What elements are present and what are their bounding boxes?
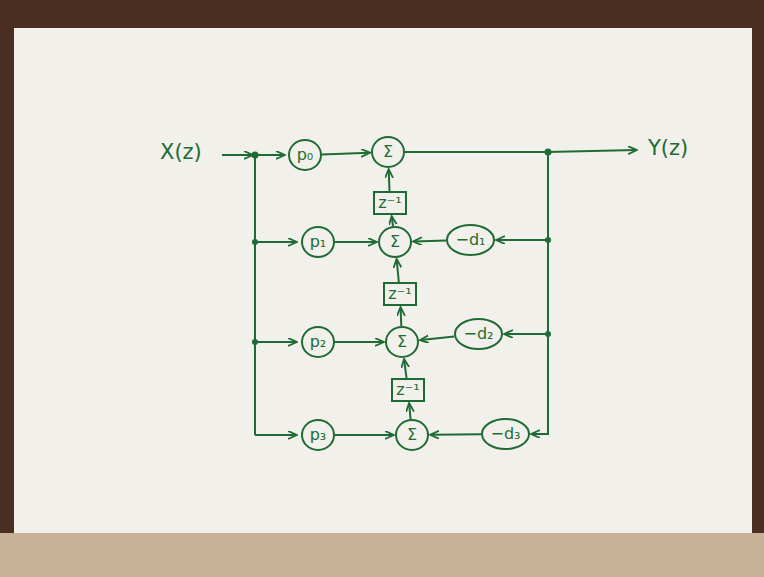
signal-arrow (431, 433, 481, 436)
multiplier-circle: −d₂ (454, 318, 503, 350)
delay-box: z⁻¹ (391, 378, 425, 402)
node-text: Σ (390, 234, 400, 250)
input-branch (255, 241, 296, 243)
signal-arrow (335, 434, 393, 436)
signal-arrow (405, 152, 548, 434)
node-text: z⁻¹ (378, 195, 401, 211)
junction-dot (252, 339, 258, 345)
signal-arrow (335, 341, 383, 343)
summer-circle: Σ (378, 226, 412, 258)
multiplier-circle: −d₃ (481, 418, 530, 450)
node-text: Σ (383, 144, 393, 160)
output-wire (548, 150, 636, 152)
multiplier-circle: −d₁ (446, 224, 495, 256)
node-text: −d₃ (491, 426, 521, 442)
node-text: p₁ (310, 234, 327, 250)
node-text: Σ (407, 427, 417, 443)
input-branch (255, 154, 284, 156)
summer-circle: Σ (385, 326, 419, 358)
node-text: −d₂ (464, 326, 494, 342)
signal-arrow (404, 360, 406, 378)
signal-arrow (388, 170, 391, 191)
node-text: z⁻¹ (396, 382, 419, 398)
junction-dot (252, 239, 258, 245)
signal-arrow (405, 152, 548, 334)
node-text: p₀ (297, 147, 314, 163)
node-text: z⁻¹ (388, 286, 411, 302)
junction-dot (252, 152, 259, 159)
signal-arrow (397, 260, 399, 282)
delay-box: z⁻¹ (383, 282, 417, 306)
signal-arrow (335, 241, 376, 243)
summer-circle: Σ (371, 136, 405, 168)
signal-arrow (322, 153, 369, 155)
signal-label: X(z) (158, 140, 204, 164)
summer-circle: Σ (395, 419, 429, 451)
signal-arrow (421, 337, 454, 341)
signal-arrow (414, 240, 446, 243)
signal-arrow (400, 308, 403, 326)
input-branch (255, 434, 296, 436)
node-text: Σ (397, 334, 407, 350)
node-text: −d₁ (456, 232, 486, 248)
multiplier-circle: p₀ (288, 139, 322, 171)
paper (14, 28, 752, 533)
signal-arrow (409, 404, 410, 419)
input-wire (222, 154, 252, 156)
signal-arrow (392, 217, 393, 226)
multiplier-circle: p₃ (301, 419, 335, 451)
delay-box: z⁻¹ (373, 191, 407, 215)
input-branch (255, 341, 296, 343)
signal-label: Y(z) (646, 136, 690, 160)
node-text: p₃ (310, 427, 327, 443)
node-text: p₂ (310, 334, 327, 350)
multiplier-circle: p₁ (301, 226, 335, 258)
input-bus (254, 155, 256, 435)
multiplier-circle: p₂ (301, 326, 335, 358)
desk (0, 533, 764, 577)
